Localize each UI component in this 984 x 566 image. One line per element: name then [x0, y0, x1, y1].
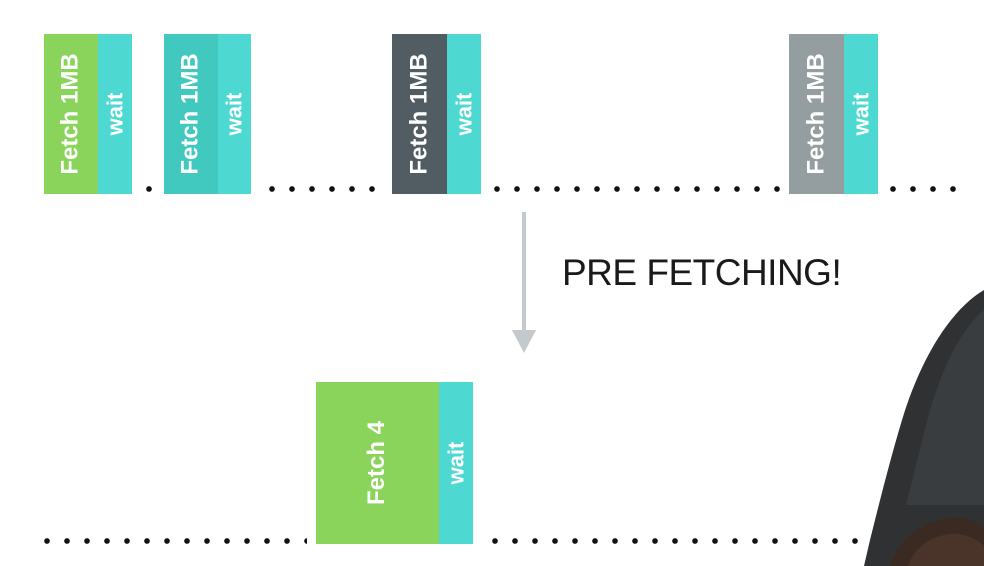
down-arrow-icon — [512, 212, 536, 353]
prefetching-label: PRE FETCHING! — [562, 252, 842, 293]
fetch-block-3: Fetch 1MB — [392, 34, 447, 194]
wait-label-prefetch: wait — [443, 441, 469, 485]
wait-block-4: wait — [844, 34, 878, 194]
fetch-block-4: Fetch 1MB — [789, 34, 844, 194]
fetch-label-prefetch: Fetch 4 — [363, 420, 391, 506]
fetch-block-prefetch: Fetch 4 — [316, 382, 439, 544]
fetch-label-4: Fetch 1MB — [802, 53, 830, 175]
wait-label-1: wait — [102, 92, 128, 136]
fetch-block-1: Fetch 1MB — [44, 34, 98, 194]
timeline-dots-bottom-2 — [485, 538, 865, 544]
timeline-dots-top-1 — [139, 186, 159, 192]
timeline-dots-top-2 — [262, 186, 384, 192]
wait-block-1: wait — [98, 34, 132, 194]
presenter-photo — [864, 290, 984, 566]
wait-label-4: wait — [848, 92, 874, 136]
fetch-label-2: Fetch 1MB — [177, 53, 205, 175]
wait-block-prefetch: wait — [439, 382, 473, 544]
wait-block-2: wait — [218, 34, 251, 194]
fetch-label-1: Fetch 1MB — [57, 53, 85, 175]
timeline-dots-top-4 — [883, 186, 963, 192]
wait-label-2: wait — [221, 92, 247, 136]
fetch-label-3: Fetch 1MB — [405, 53, 433, 175]
wait-block-3: wait — [447, 34, 481, 194]
fetch-block-2: Fetch 1MB — [164, 34, 218, 194]
wait-label-3: wait — [451, 92, 477, 136]
timeline-dots-bottom-1 — [37, 538, 307, 544]
timeline-dots-top-3 — [487, 186, 787, 192]
